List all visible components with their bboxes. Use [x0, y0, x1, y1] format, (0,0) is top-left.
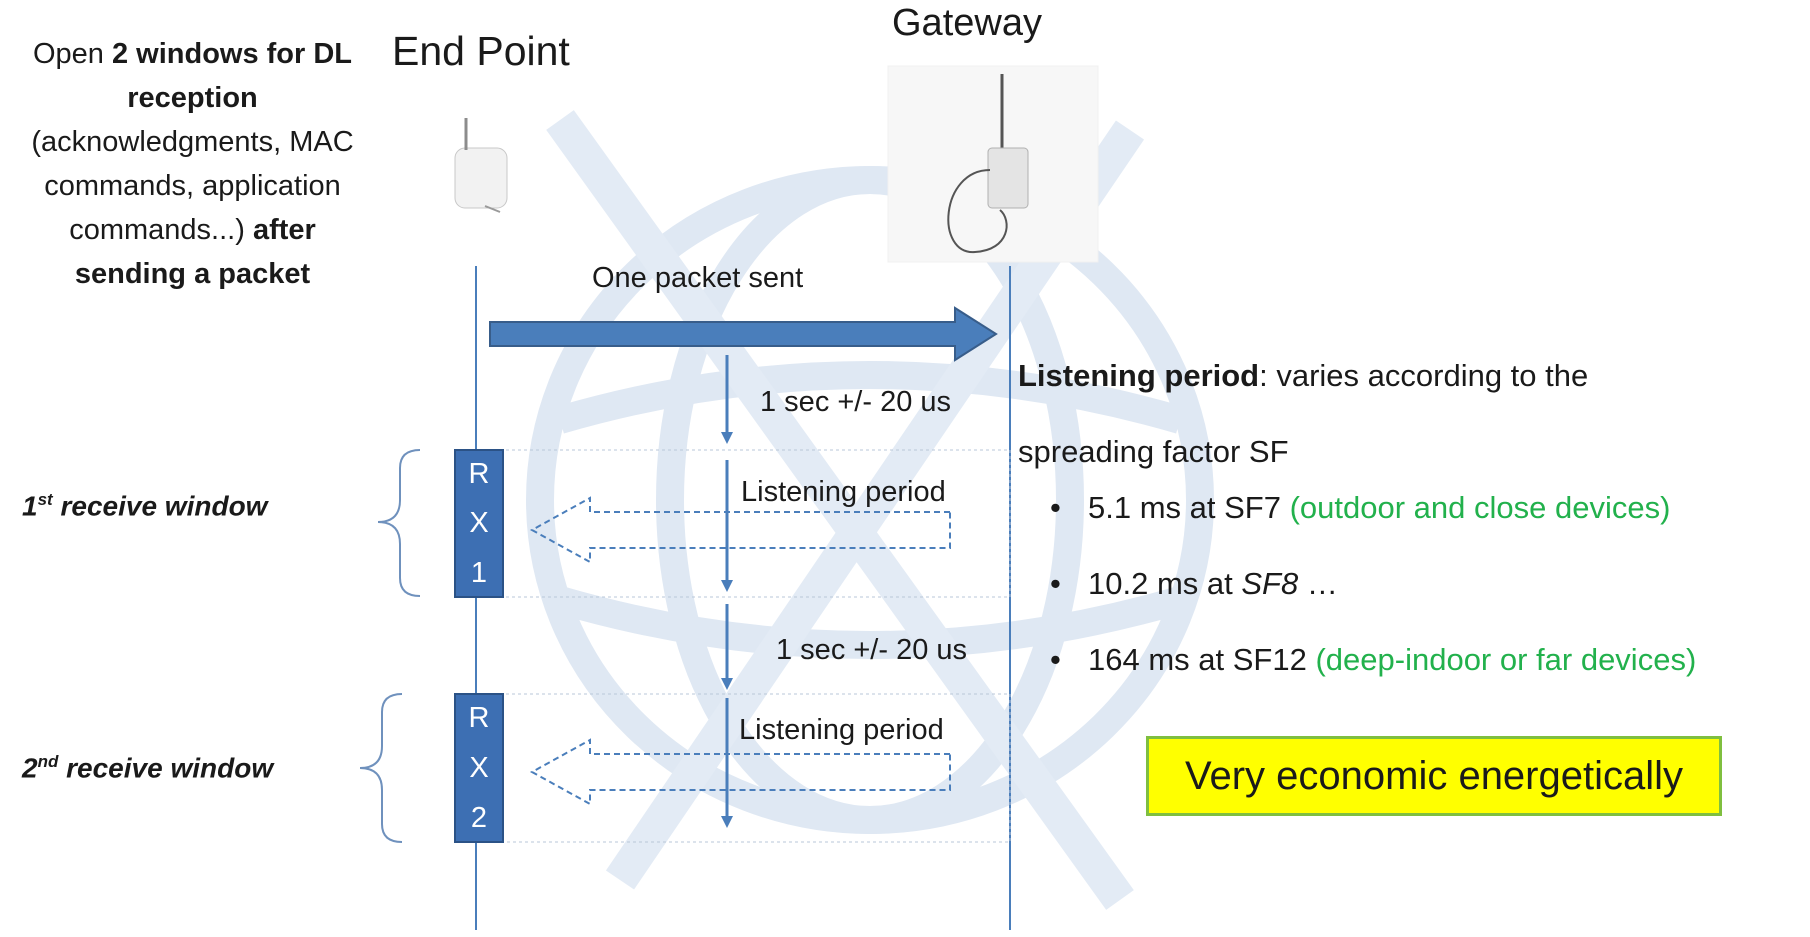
intro-line4: commands, application — [44, 170, 341, 202]
window1-label: 1st receive window — [22, 490, 267, 522]
end-point-device-icon — [454, 118, 508, 213]
gateway-title: Gateway — [892, 2, 1042, 44]
rx2-letter-r: R — [468, 702, 490, 734]
rx2-letter-2: 2 — [470, 802, 488, 834]
end-point-title: End Point — [392, 28, 570, 74]
rx2-box — [454, 693, 504, 843]
delay1-label: 1 sec +/- 20 us — [760, 386, 952, 418]
bullet-sf8-main: 10.2 ms at — [1088, 566, 1233, 601]
intro-sending: sending a packet — [74, 258, 311, 290]
listening-head-line2: spreading factor SF — [1018, 434, 1289, 469]
intro-after: after — [252, 214, 316, 246]
window2-suffix: nd — [37, 752, 59, 771]
bullet-sf7-note: (outdoor and close devices) — [1289, 490, 1671, 525]
listening2-label: Listening period — [739, 714, 944, 746]
window1-text: receive window — [52, 490, 268, 522]
intro-line3: (acknowledgments, MAC — [31, 126, 354, 158]
window1-num: 1 — [22, 490, 38, 522]
listening2-arrow — [529, 738, 951, 806]
intro-windows: 2 windows for DL — [111, 38, 353, 70]
listening1-label: Listening period — [741, 476, 946, 508]
intro-line5: commands...) — [69, 214, 245, 246]
bullet-sf12: 164 ms at SF12 (deep-indoor or far devic… — [1050, 628, 1696, 704]
window1-region — [475, 449, 1011, 598]
listening-head-rest: : varies according to the — [1259, 358, 1589, 393]
bullet-sf8-italic: SF8 — [1241, 566, 1299, 601]
intro-text: Open 2 windows for DL reception (acknowl… — [0, 32, 385, 296]
window2-label: 2nd receive window — [22, 752, 273, 784]
bullet-sf8-tail: … — [1298, 566, 1338, 601]
bullet-sf8: 10.2 ms at SF8 … — [1050, 552, 1696, 628]
intro-reception: reception — [127, 82, 258, 114]
rx1-letter-1: 1 — [470, 557, 488, 589]
bullet-sf12-main: 164 ms at SF12 — [1088, 642, 1307, 677]
window2-brace — [359, 693, 403, 843]
window1-suffix: st — [37, 490, 53, 509]
economic-callout: Very economic energetically — [1146, 736, 1722, 816]
bullet-sf7-main: 5.1 ms at SF7 — [1088, 490, 1281, 525]
bullet-sf12-note: (deep-indoor or far devices) — [1315, 642, 1697, 677]
gateway-device-icon — [887, 65, 1099, 263]
rx1-letter-x: X — [469, 507, 489, 539]
window2-text: receive window — [58, 752, 274, 784]
packet-label: One packet sent — [592, 262, 804, 294]
window1-brace — [377, 449, 421, 597]
sf-bullet-list: 5.1 ms at SF7 (outdoor and close devices… — [1050, 476, 1696, 704]
listening-head-bold: Listening period — [1018, 358, 1260, 393]
delay2-label: 1 sec +/- 20 us — [776, 634, 968, 666]
listening-period-explanation: Listening period: varies according to th… — [1018, 338, 1798, 490]
packet-arrow — [489, 306, 998, 362]
bullet-sf7: 5.1 ms at SF7 (outdoor and close devices… — [1050, 476, 1696, 552]
rx1-box — [454, 449, 504, 598]
listening1-arrow — [529, 496, 951, 564]
intro-open: Open — [32, 38, 104, 70]
rx1-letter-r: R — [468, 458, 490, 490]
window2-num: 2 — [22, 752, 38, 784]
rx2-letter-x: X — [469, 752, 489, 784]
